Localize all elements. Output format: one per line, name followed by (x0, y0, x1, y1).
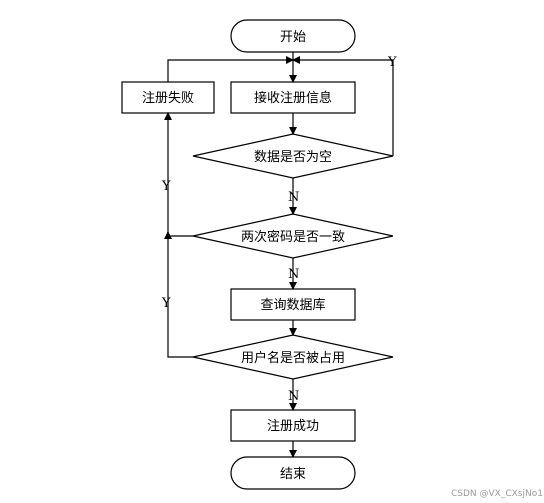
empty-no-label: N (288, 190, 299, 205)
check-username-yes-arrow (164, 231, 193, 358)
start-node: 开始 (230, 19, 356, 53)
check-username-decision: 用户名是否被占用 (192, 334, 394, 380)
check-password-yes-arrow (164, 112, 193, 237)
watermark: CSDN @VX_CXsjNo1 (451, 489, 543, 499)
register-success-label: 注册成功 (267, 419, 319, 434)
start-label: 开始 (280, 30, 306, 45)
check-empty-yes-loop (292, 56, 394, 156)
receive-info-node: 接收注册信息 (230, 81, 356, 114)
check-empty-label: 数据是否为空 (254, 150, 332, 165)
username-no-label: N (288, 389, 299, 404)
receive-info-label: 接收注册信息 (254, 90, 332, 106)
password-no-label: N (288, 267, 299, 282)
register-fail-node: 注册失败 (121, 81, 215, 114)
check-password-label: 两次密码是否一致 (241, 229, 345, 245)
fail-to-receive-arrow (167, 56, 294, 82)
check-empty-decision: 数据是否为空 (192, 133, 394, 179)
username-yes-label: Y (161, 296, 171, 311)
check-password-decision: 两次密码是否一致 (192, 213, 394, 259)
register-fail-label: 注册失败 (142, 91, 194, 106)
register-success-node: 注册成功 (230, 409, 356, 442)
end-label: 结束 (280, 467, 306, 482)
query-db-node: 查询数据库 (230, 288, 356, 321)
password-yes-label: Y (161, 179, 171, 194)
end-node: 结束 (230, 456, 356, 490)
check-username-label: 用户名是否被占用 (241, 350, 345, 366)
query-db-label: 查询数据库 (260, 297, 325, 313)
empty-yes-label: Y (387, 55, 397, 70)
